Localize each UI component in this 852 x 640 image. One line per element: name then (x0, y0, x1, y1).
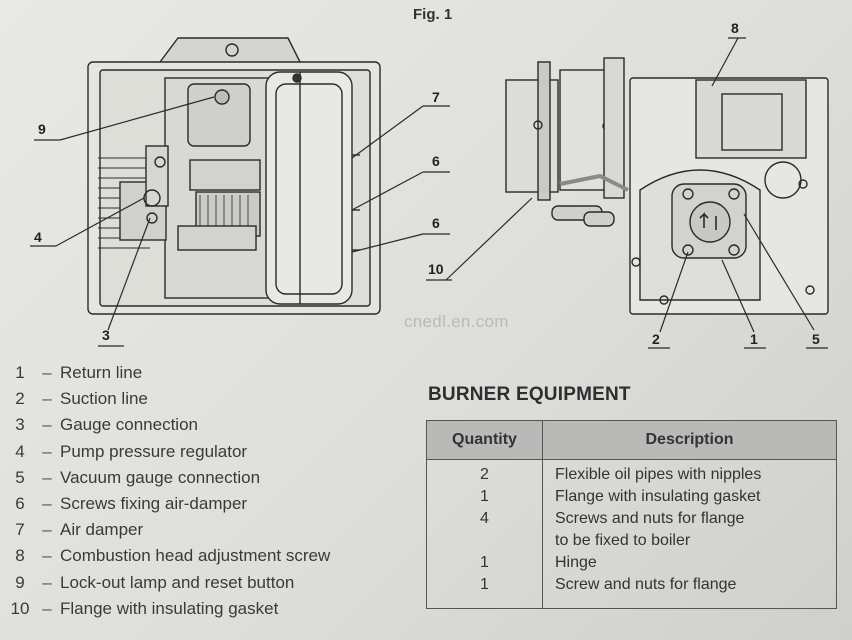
legend-item: 9–Lock-out lamp and reset button (15, 572, 295, 592)
burner-diagram: 9 4 3 7 6 6 10 8 2 1 5 (30, 20, 829, 349)
equipment-table: Quantity Description 2 1 4 1 1 Flexible … (426, 420, 837, 609)
legend-item: 2–Suction line (15, 389, 148, 409)
table-cell-desc: to be fixed to boiler (555, 532, 691, 549)
legend-item: 3–Gauge connection (15, 415, 198, 435)
legend-item: 6–Screws fixing air-damper (15, 493, 248, 513)
callout-9: 9 (38, 121, 46, 137)
legend-item: 10–Flange with insulating gasket (10, 598, 279, 618)
callout-4: 4 (34, 229, 42, 245)
figure-title: Fig. 1 (413, 6, 453, 23)
table-cell-desc: Flexible oil pipes with nipples (555, 466, 762, 483)
callout-6a: 6 (432, 153, 440, 169)
table-cell-desc: Hinge (555, 554, 597, 571)
table-header-row: Quantity Description (426, 420, 837, 460)
legend-item: 4–Pump pressure regulator (15, 441, 248, 461)
section-title: BURNER EQUIPMENT (428, 384, 631, 405)
legend-list: 1–Return line 2–Suction line 3–Gauge con… (6, 360, 406, 622)
description-header: Description (542, 420, 837, 460)
legend-item: 8–Combustion head adjustment screw (15, 546, 331, 566)
table-cell-qty: 2 (480, 466, 489, 483)
callout-3: 3 (102, 327, 110, 343)
watermark: cnedl.en.com (404, 312, 509, 331)
legend-item: 5–Vacuum gauge connection (15, 467, 261, 487)
callout-8: 8 (731, 20, 739, 36)
legend-item: 1–Return line (15, 363, 143, 382)
right-burner-view (505, 57, 829, 315)
callout-6b: 6 (432, 215, 440, 231)
left-burner-view (87, 37, 381, 315)
table-cell-qty: 1 (480, 576, 489, 593)
quantity-header: Quantity (426, 420, 543, 460)
table-cell-qty: 4 (480, 510, 489, 527)
legend-item: 7–Air damper (15, 520, 144, 540)
table-cell-desc: Screws and nuts for flange (555, 510, 745, 527)
table-cell-qty: 1 (480, 488, 489, 505)
callout-10: 10 (428, 261, 444, 277)
table-cell-qty: 1 (480, 554, 489, 571)
quantity-column: 2 1 4 1 1 (426, 459, 543, 609)
table-cell-desc: Flange with insulating gasket (555, 488, 761, 505)
callout-2: 2 (652, 331, 660, 347)
callout-7: 7 (432, 89, 440, 105)
description-column: Flexible oil pipes with nipples Flange w… (542, 459, 837, 609)
callout-5: 5 (812, 331, 820, 347)
table-body: 2 1 4 1 1 Flexible oil pipes with nipple… (426, 459, 837, 609)
table-cell-desc: Screw and nuts for flange (555, 576, 737, 593)
callout-1: 1 (750, 331, 758, 347)
table-cell-qty (427, 530, 542, 552)
